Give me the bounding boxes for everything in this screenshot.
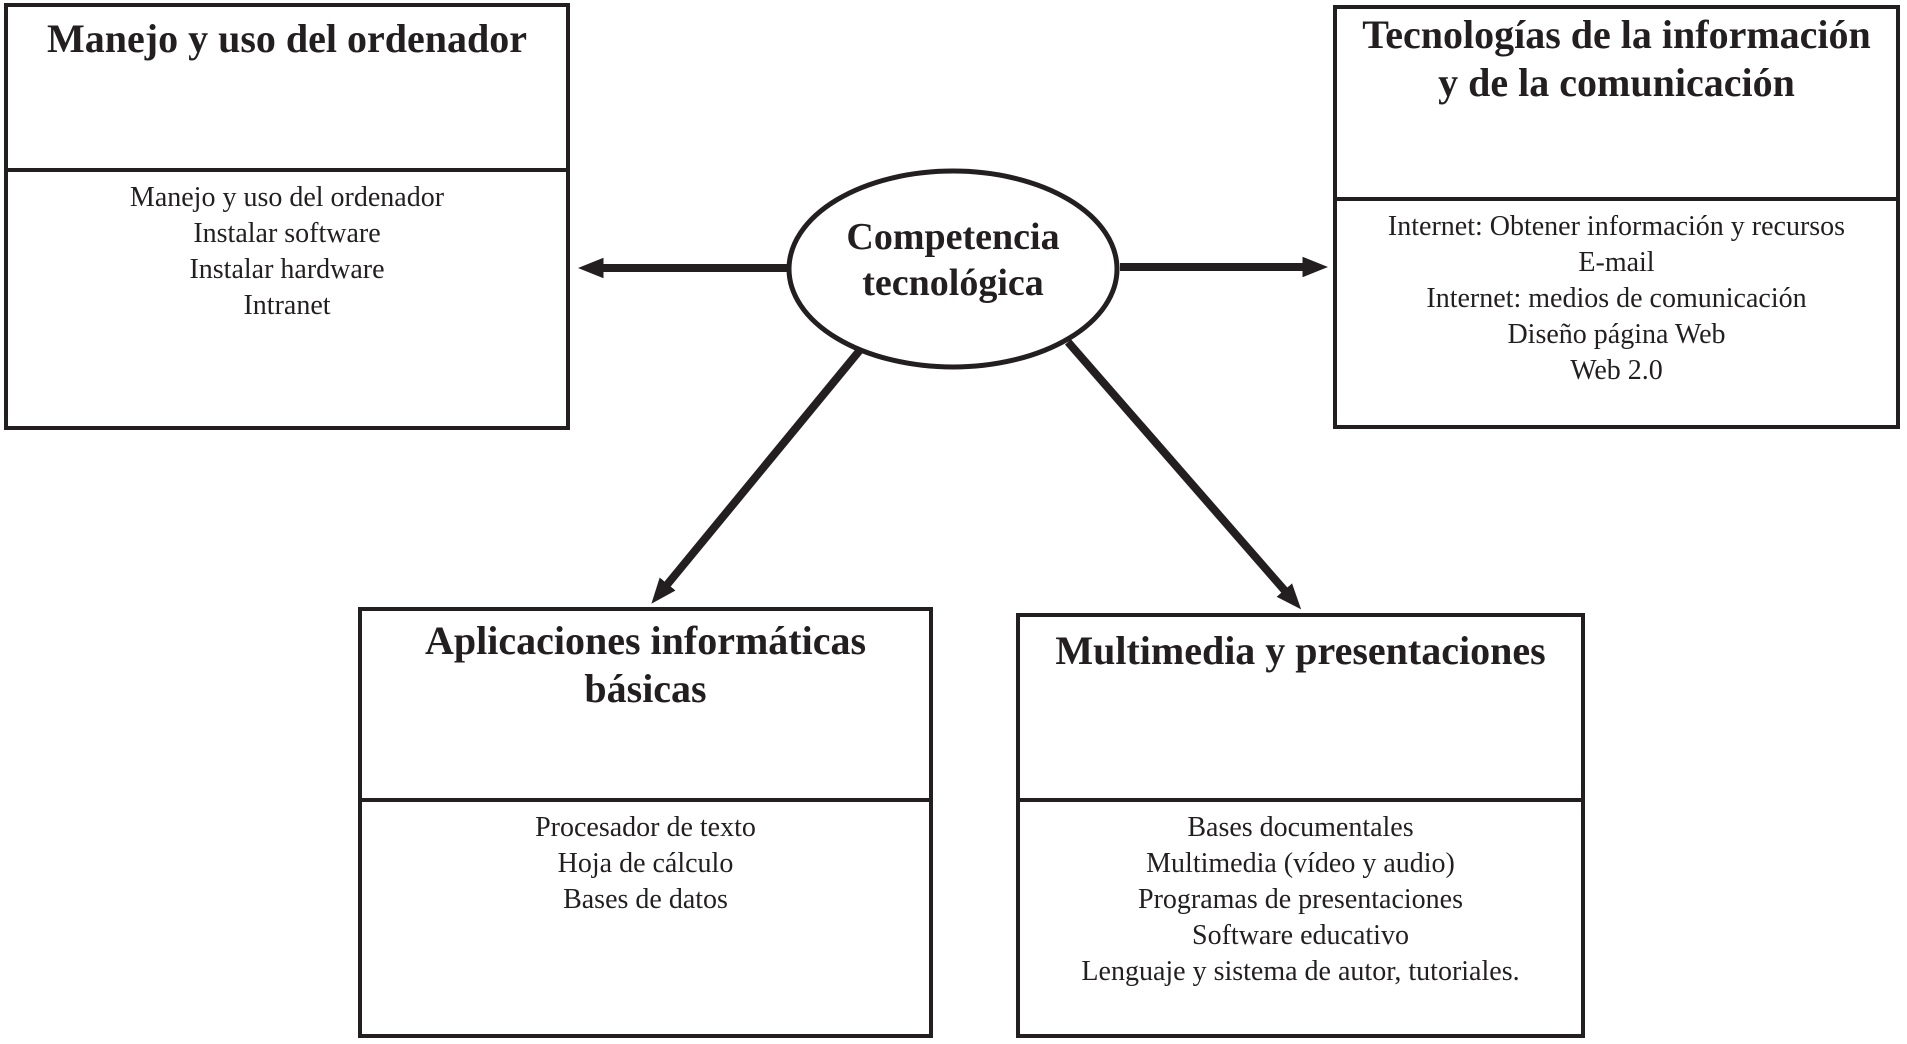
- node-item: Software educativo: [1192, 920, 1409, 951]
- arrow-to-bottom-right: [1064, 339, 1302, 610]
- node-item: Manejo y uso del ordenador: [129, 182, 445, 213]
- node-item: Internet: Obtener información y recursos: [1387, 211, 1846, 242]
- node-title: Tecnologías de la información y de la co…: [1337, 9, 1896, 201]
- node-item: Lenguaje y sistema de autor, tutoriales.: [1081, 956, 1520, 987]
- node-item: Instalar software: [193, 218, 381, 249]
- node-item: Hoja de cálculo: [557, 848, 734, 879]
- node-item-list: Internet: Obtener información y recursos…: [1337, 201, 1896, 389]
- node-title: Multimedia y presentaciones: [1020, 617, 1581, 802]
- node-box-manejo-uso-ordenador: Manejo y uso del ordenador Manejo y uso …: [4, 3, 570, 430]
- node-item: Multimedia (vídeo y audio): [1146, 848, 1455, 879]
- node-title-line: básicas: [584, 666, 707, 711]
- node-box-multimedia-presentaciones: Multimedia y presentaciones Bases docume…: [1016, 613, 1585, 1038]
- node-title-line: Multimedia y presentaciones: [1055, 628, 1546, 673]
- node-title-line: Tecnologías de la información: [1362, 12, 1871, 57]
- center-ellipse: [786, 168, 1120, 370]
- node-item: Procesador de texto: [535, 812, 756, 843]
- node-title-line: Aplicaciones informáticas: [424, 618, 867, 663]
- node-box-aplicaciones-informaticas: Aplicaciones informáticas básicas Proces…: [358, 607, 933, 1038]
- node-item: Internet: medios de comunicación: [1426, 283, 1807, 314]
- node-item: Bases de datos: [563, 884, 728, 915]
- node-item: E-mail: [1578, 247, 1655, 278]
- center-node-label-line: tecnológica: [862, 262, 1044, 304]
- node-title-line: Manejo y uso del ordenador: [47, 16, 527, 61]
- center-node-label: Competencia tecnológica: [787, 168, 1119, 370]
- node-item-list: Bases documentales Multimedia (vídeo y a…: [1020, 802, 1581, 990]
- node-item: Programas de presentaciones: [1138, 884, 1463, 915]
- node-item: Diseño página Web: [1507, 319, 1726, 350]
- node-item: Web 2.0: [1570, 355, 1663, 386]
- node-item-list: Procesador de texto Hoja de cálculo Base…: [362, 802, 929, 918]
- center-node-label-line: Competencia: [846, 216, 1060, 258]
- arrow-to-bottom-left: [651, 347, 864, 604]
- node-item: Intranet: [243, 290, 331, 321]
- node-title: Manejo y uso del ordenador: [8, 7, 566, 172]
- node-item: Instalar hardware: [189, 254, 385, 285]
- node-item: Bases documentales: [1187, 812, 1414, 843]
- node-title: Aplicaciones informáticas básicas: [362, 611, 929, 802]
- node-box-tecnologias-informacion: Tecnologías de la información y de la co…: [1333, 5, 1900, 429]
- node-title-line: y de la comunicación: [1438, 60, 1795, 105]
- node-item-list: Manejo y uso del ordenador Instalar soft…: [8, 172, 566, 324]
